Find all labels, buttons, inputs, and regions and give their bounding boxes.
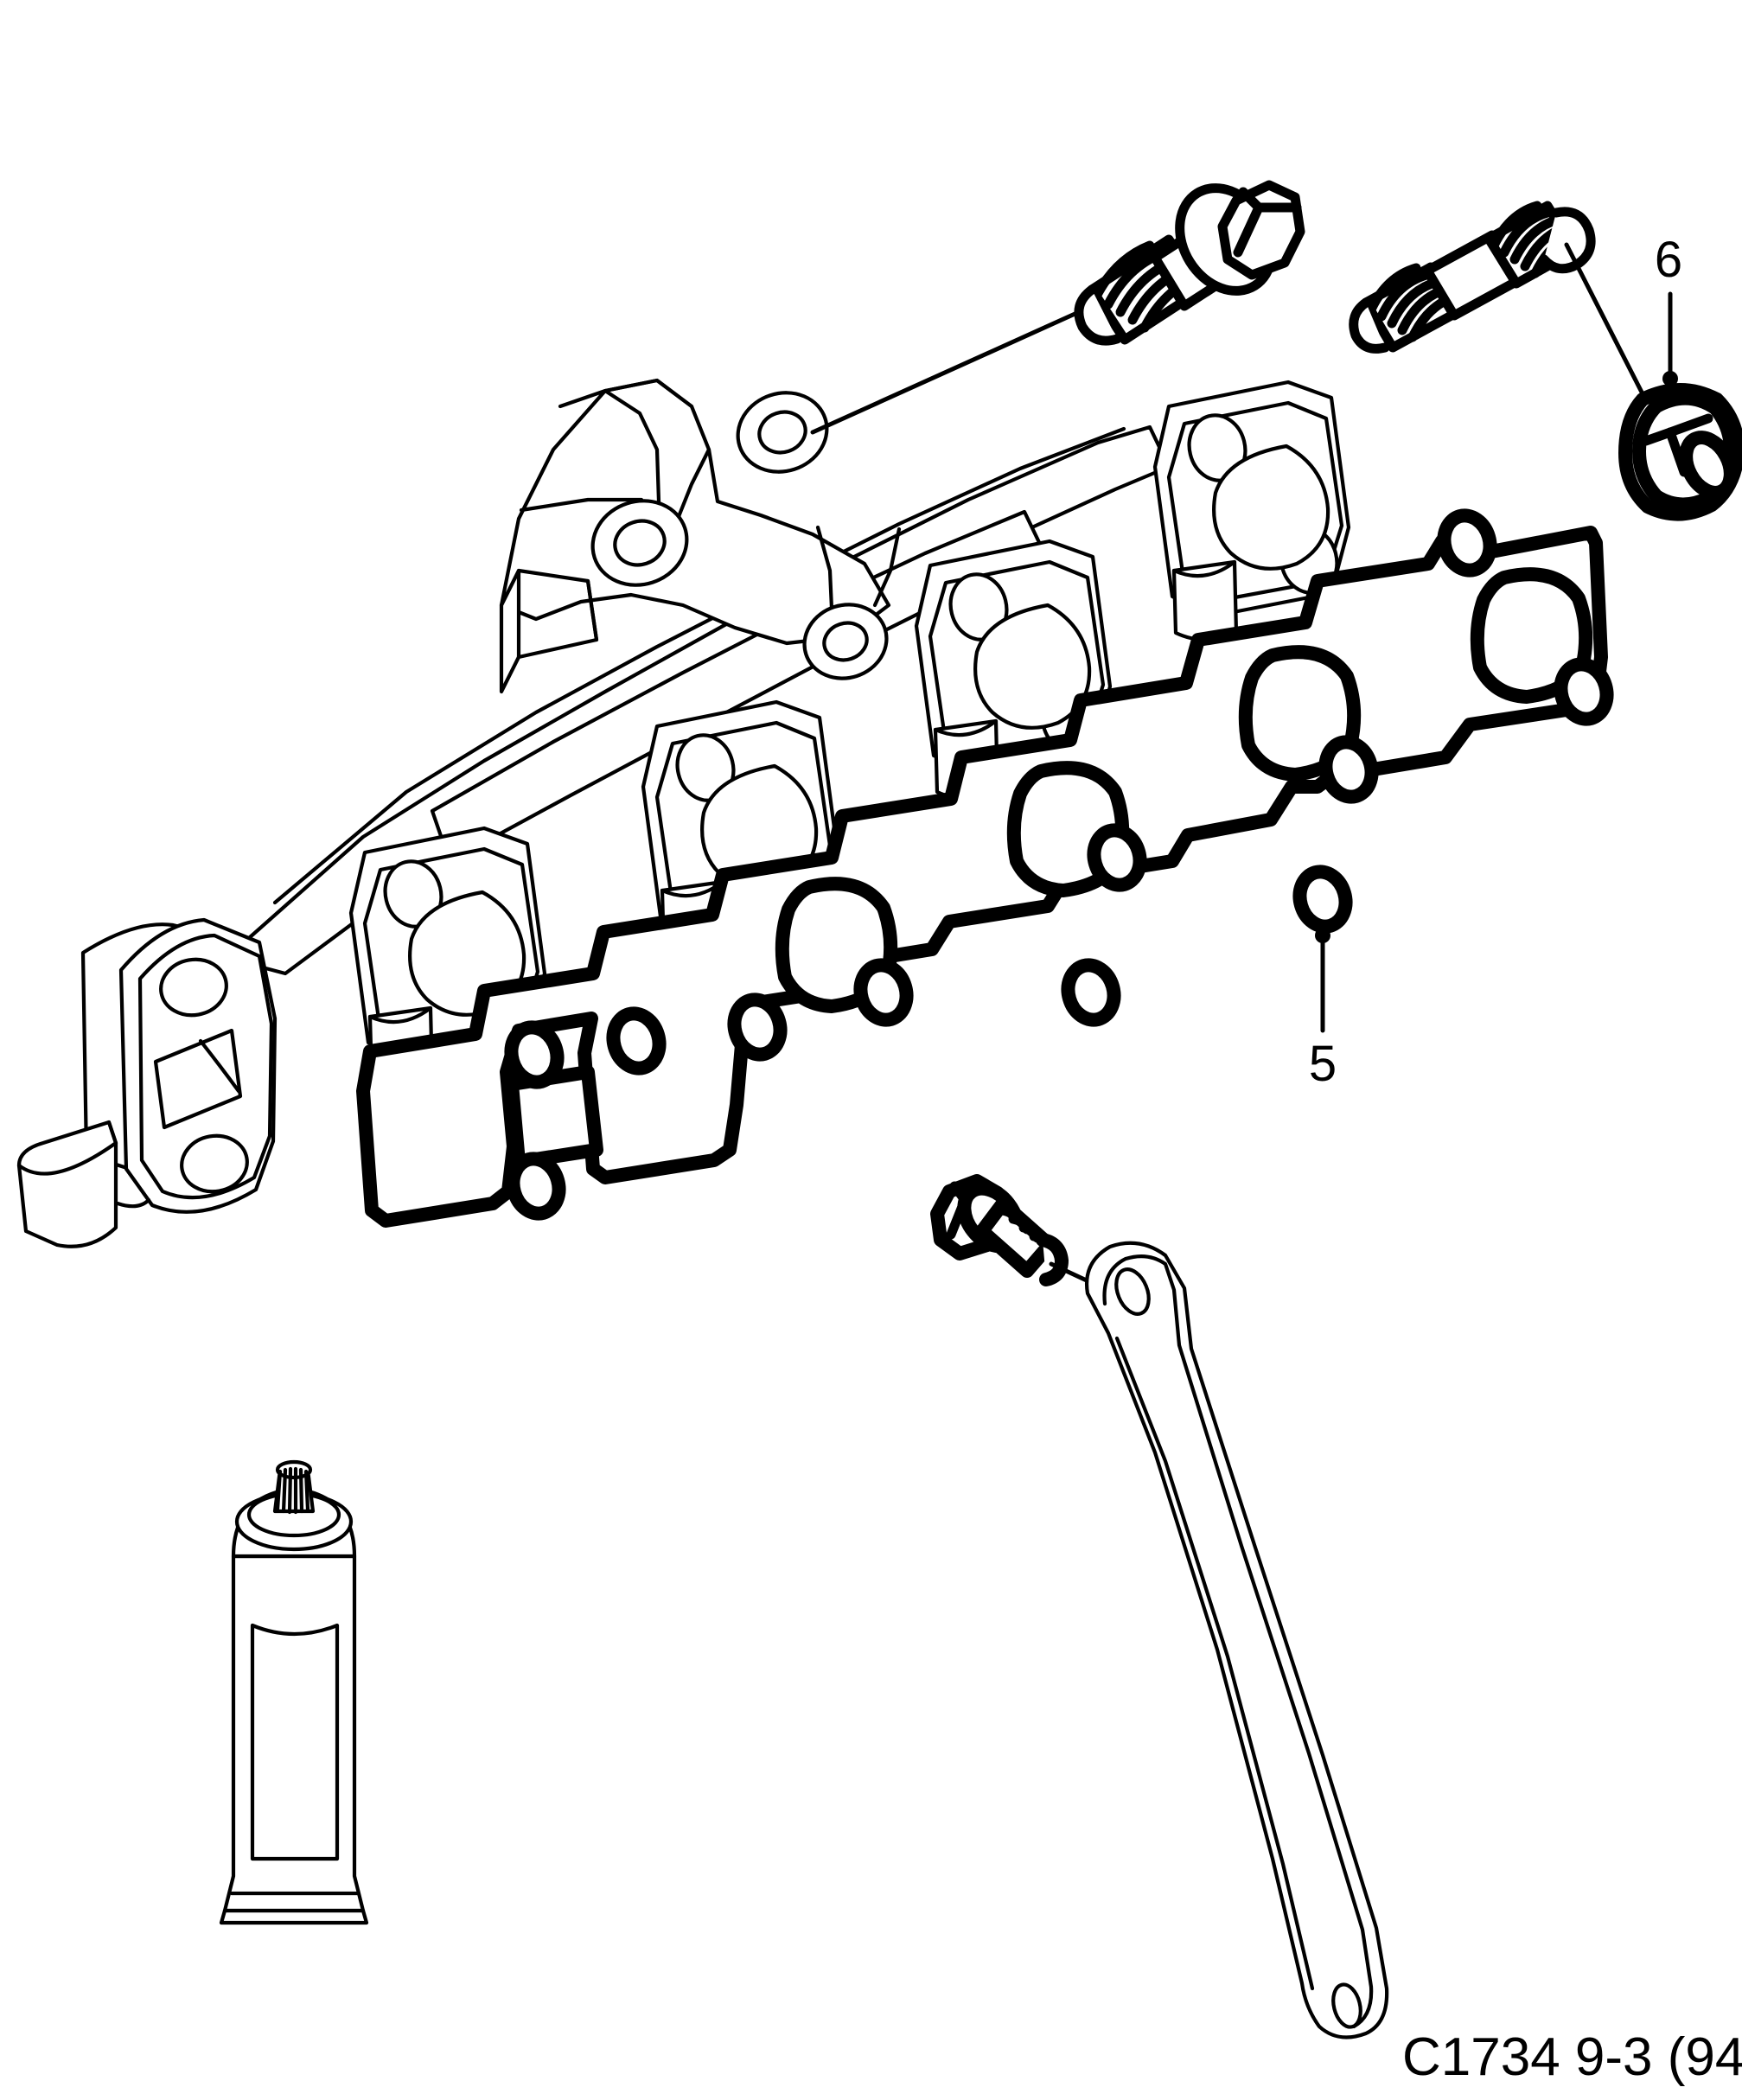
gasket-hole-11 xyxy=(506,1152,566,1221)
gasket-hole-7 xyxy=(853,958,914,1027)
manifold-casting-step-edge xyxy=(585,578,599,642)
sealant-tube[interactable] xyxy=(219,1459,369,1925)
manifold-mounting-boss-upper-2 xyxy=(590,499,689,587)
manifold-mounting-boss-mid xyxy=(802,603,889,680)
gasket-hole-9 xyxy=(606,1006,667,1076)
manifold-flange-port-2 xyxy=(914,539,1113,801)
manifold-mounting-boss-upper-1 xyxy=(736,391,829,474)
sealant-tube-cap-ribs xyxy=(275,1466,310,1515)
manifold-casting-crease-a xyxy=(558,378,694,409)
exhaust-manifold-gasket[interactable] xyxy=(356,508,1614,1228)
gasket-hole-1 xyxy=(1437,508,1497,578)
sealant-tube-label-panel xyxy=(250,1623,340,1861)
callout-5-label: 5 xyxy=(1309,1036,1337,1092)
flange-bolt-leader xyxy=(810,309,1083,435)
stud-bolt-threads-lower xyxy=(1489,201,1580,278)
manifold-casting-crease-e xyxy=(815,525,834,611)
bracket-eye-hole-top xyxy=(1114,1267,1151,1316)
diagram-caption: C1734 9-3 (9440) xyxy=(1402,2027,1742,2087)
manifold-casting-crease-d xyxy=(672,447,711,530)
gasket-hole-4 xyxy=(1292,865,1353,934)
gasket-hole-3 xyxy=(1318,735,1379,804)
small-flange-bolt[interactable] xyxy=(930,1174,1128,1301)
stud-bolt-leader xyxy=(1564,242,1659,424)
bracket-eye-hole-bottom xyxy=(1331,1982,1362,2029)
sealant-tube-crimp xyxy=(219,1908,369,1925)
manifold-outlet-flange xyxy=(16,917,278,1248)
support-bracket[interactable] xyxy=(1085,1241,1389,2039)
flange-bolt[interactable] xyxy=(810,171,1305,435)
gasket-port-5 xyxy=(505,1065,603,1169)
gasket-hole-10 xyxy=(504,1020,565,1089)
stud-bolt[interactable] xyxy=(1349,201,1659,424)
callout-5-dot xyxy=(1315,928,1330,943)
manifold-flange-port-1 xyxy=(1152,380,1351,642)
gasket-port-1 xyxy=(1470,567,1593,704)
manifold-casting-crease-c xyxy=(519,497,644,513)
callout-6-label: 6 xyxy=(1655,232,1682,288)
callout-6-dot xyxy=(1662,371,1678,386)
flange-nut[interactable] xyxy=(1618,291,1742,521)
gasket-hole-5 xyxy=(1087,823,1147,892)
manifold-casting-crease-b xyxy=(603,388,661,504)
gasket-hole-2 xyxy=(1554,657,1614,726)
gasket-hole-6 xyxy=(1061,958,1121,1027)
gasket-hole-8 xyxy=(727,993,788,1062)
exhaust-manifold[interactable] xyxy=(16,378,1351,1248)
manifold-casting-crease-f xyxy=(872,527,902,608)
